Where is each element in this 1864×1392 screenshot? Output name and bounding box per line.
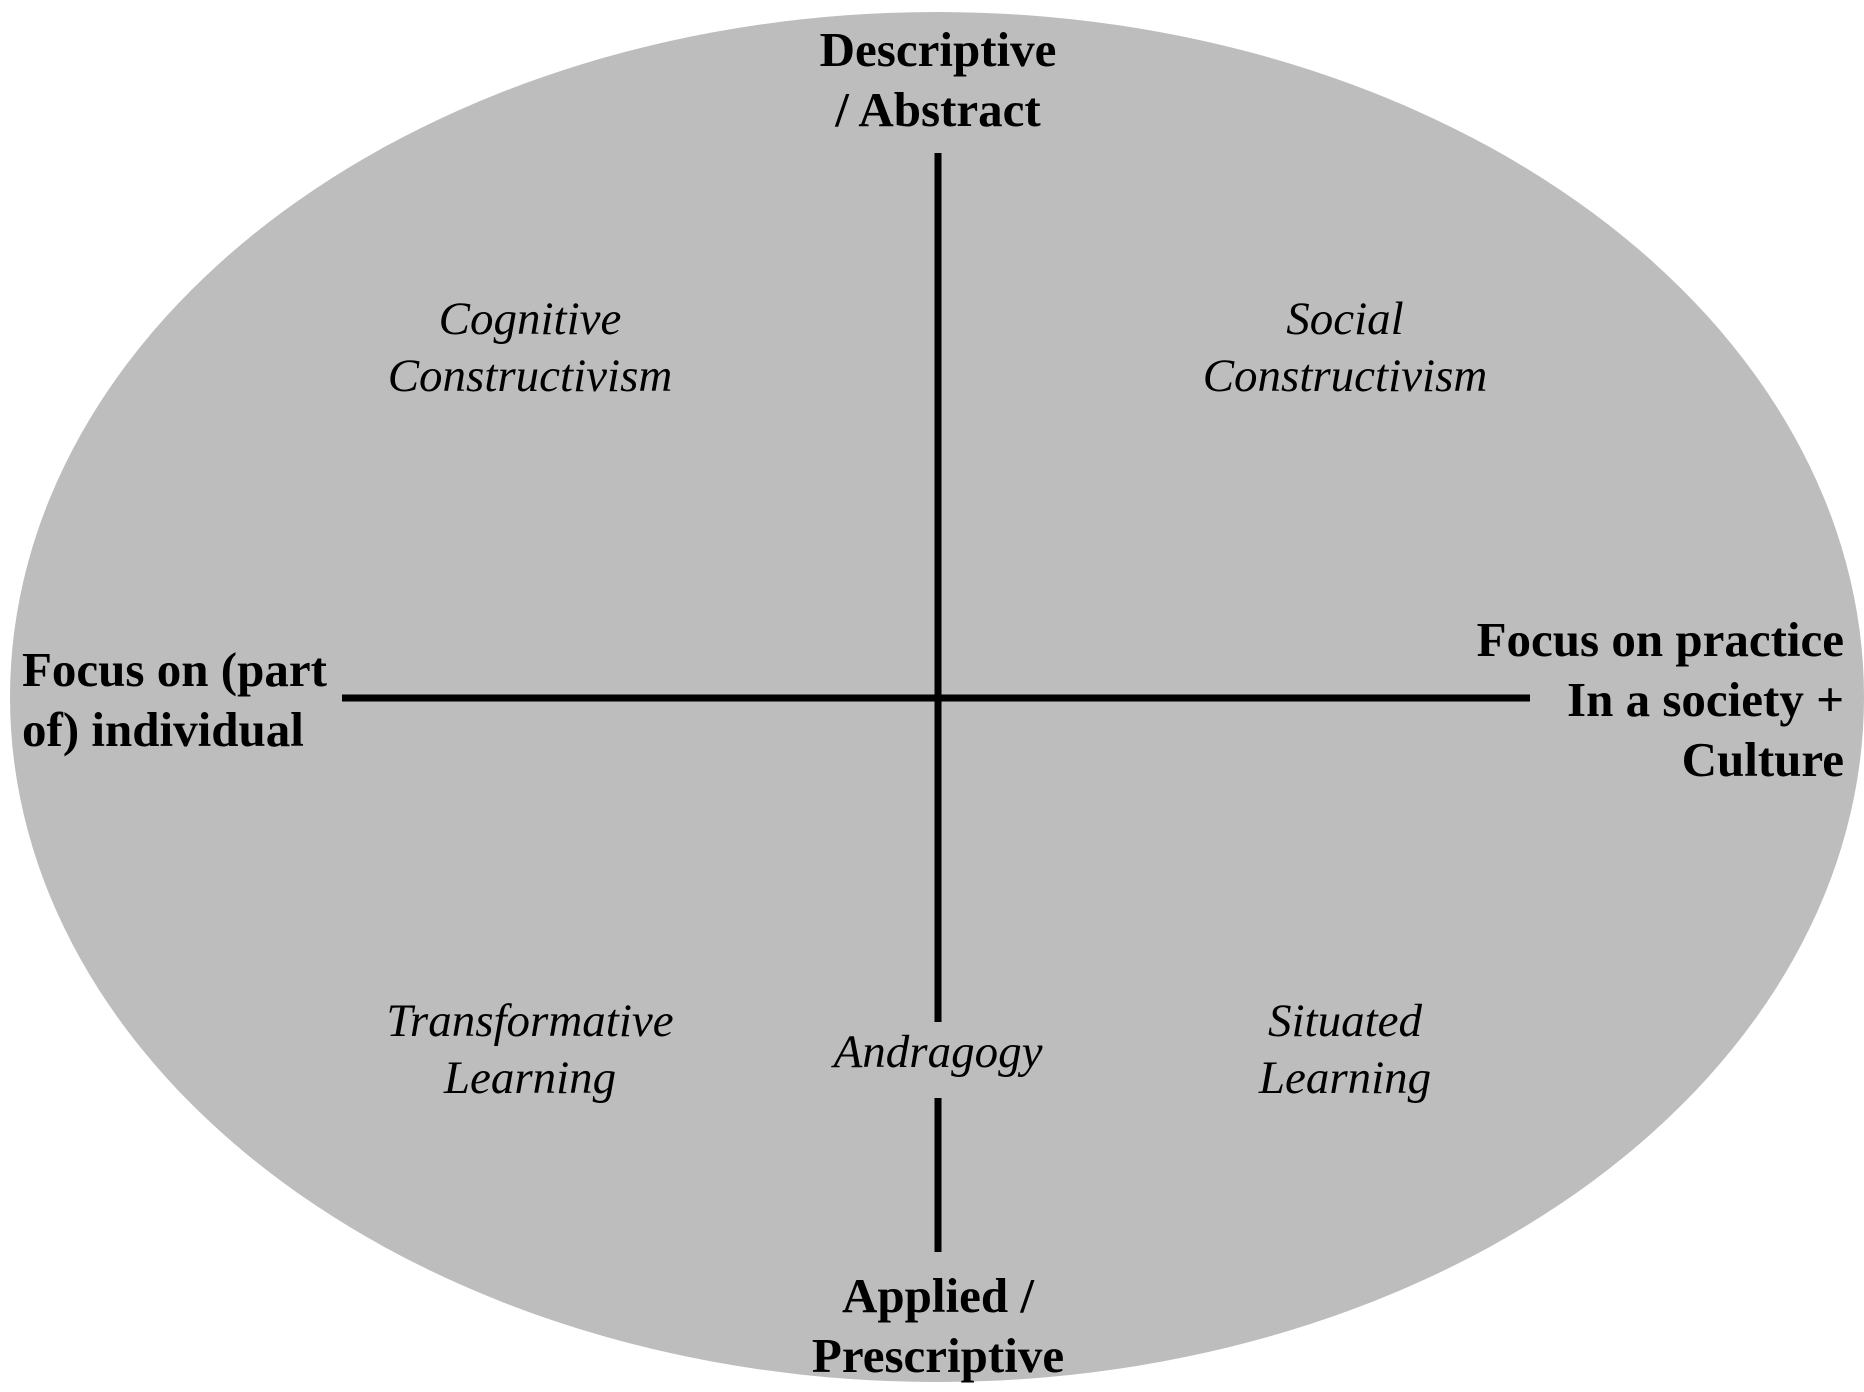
theory-cognitive-constructivism-line-2: Constructivism <box>387 350 673 403</box>
theory-transformative-learning-line-1: Transformative <box>386 995 674 1047</box>
axis-label-left-line-1: Focus on (part <box>22 642 327 697</box>
theory-situated-learning: Situated Learning <box>1145 993 1545 1108</box>
axis-label-top-line-2: / Abstract <box>835 81 1041 137</box>
theory-cognitive-constructivism-line-1: Cognitive <box>438 293 622 345</box>
axis-label-top-line-1: Descriptive <box>819 22 1057 77</box>
theory-situated-learning-line-2: Learning <box>1258 1052 1432 1105</box>
theory-social-constructivism-line-2: Constructivism <box>1202 350 1488 403</box>
axis-label-right: Focus on practice In a society + Culture <box>1477 610 1844 789</box>
axis-label-bottom: Applied / Prescriptive <box>738 1266 1138 1386</box>
theory-situated-learning-line-1: Situated <box>1267 995 1423 1047</box>
axis-label-top: Descriptive / Abstract <box>738 20 1138 140</box>
axis-label-bottom-line-2: Prescriptive <box>811 1327 1065 1383</box>
theory-social-constructivism: Social Constructivism <box>1145 291 1545 406</box>
axis-label-bottom-line-1: Applied / <box>842 1268 1034 1323</box>
theory-cognitive-constructivism: Cognitive Constructivism <box>330 291 730 406</box>
axis-label-right-line-3: Culture <box>1681 731 1844 787</box>
axis-label-left-line-2: of) individual <box>22 701 304 757</box>
theory-andragogy: Andragogy <box>738 1024 1138 1081</box>
theory-social-constructivism-line-1: Social <box>1286 293 1404 345</box>
theory-andragogy-line-1: Andragogy <box>833 1026 1043 1078</box>
axis-label-right-line-1: Focus on practice <box>1476 612 1844 667</box>
axis-label-right-line-2: In a society + <box>1567 671 1844 727</box>
theory-transformative-learning: Transformative Learning <box>330 993 730 1108</box>
theory-transformative-learning-line-2: Learning <box>443 1052 617 1105</box>
axis-label-left: Focus on (part of) individual <box>22 640 327 760</box>
